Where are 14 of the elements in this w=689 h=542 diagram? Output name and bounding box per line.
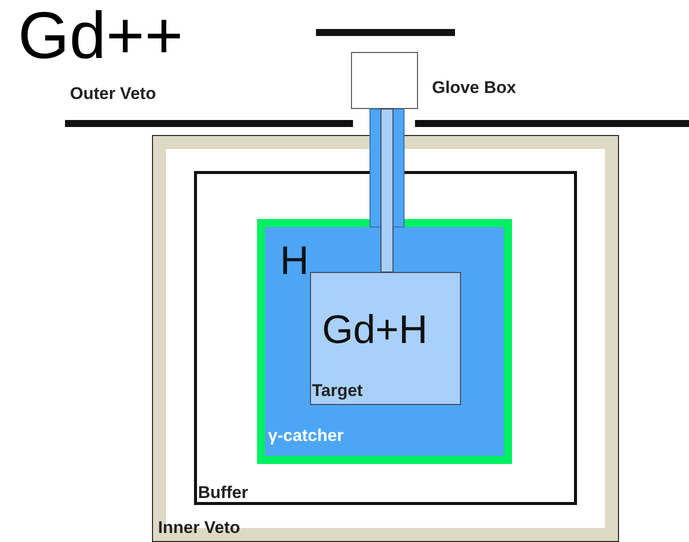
region-label: Inner Veto xyxy=(158,519,240,536)
title: Gd++ xyxy=(18,2,184,68)
gamma-catcher-vessel xyxy=(257,219,512,464)
inner-veto-tank xyxy=(153,136,618,541)
region-label: Gd+H xyxy=(322,310,428,350)
region-label: Target xyxy=(312,382,363,399)
buffer-vessel xyxy=(194,171,577,505)
glove-box xyxy=(351,52,418,109)
region-label: H xyxy=(280,241,309,281)
target-vessel xyxy=(310,272,461,405)
region-label: γ-catcher xyxy=(268,427,344,444)
part-label: Glove Box xyxy=(432,79,516,96)
part-label: Outer Veto xyxy=(70,85,156,102)
region-label: Buffer xyxy=(198,484,248,501)
